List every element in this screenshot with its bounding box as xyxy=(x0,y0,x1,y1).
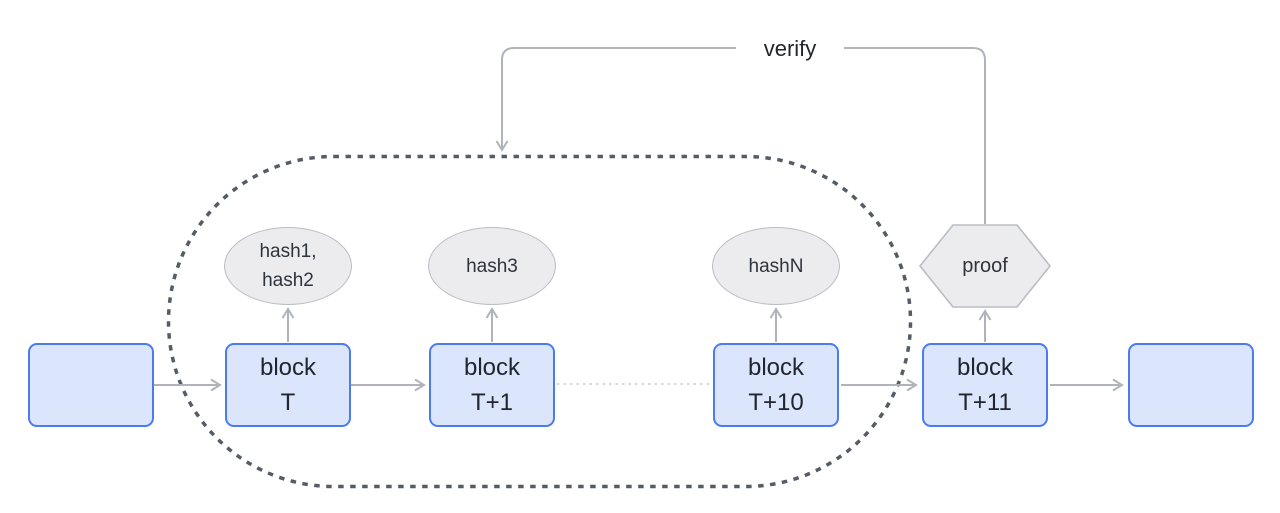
proof-label: proof xyxy=(962,254,1008,277)
block-t1: block T+1 xyxy=(429,343,555,427)
block-label-line1: block xyxy=(463,354,521,381)
hash-ellipse-t1: hash3 xyxy=(428,227,556,305)
hash-ellipse-t: hash1, hash2 xyxy=(224,227,352,305)
hash-ellipse-t10: hashN xyxy=(712,227,840,305)
block-label-line1: block xyxy=(259,354,317,381)
block-label-line2: T+10 xyxy=(748,389,804,416)
block-t: block T xyxy=(225,343,351,427)
block-label-line2: T xyxy=(280,389,296,416)
verify-label: verify xyxy=(736,34,844,64)
hash-label-line1: hashN xyxy=(748,255,804,277)
block-label-line1: block xyxy=(956,354,1014,381)
hash-label-line1: hash3 xyxy=(466,255,518,277)
proof-hexagon xyxy=(918,224,1052,308)
block-t10: block T+10 xyxy=(713,343,839,427)
block-label-line1: block xyxy=(747,354,805,381)
block-next xyxy=(1128,343,1254,427)
hash-label-line1: hash1, xyxy=(259,241,317,262)
block-t11: block T+11 xyxy=(922,343,1048,427)
hash-label-line2: hash2 xyxy=(262,270,314,291)
block-label-line2: T+1 xyxy=(470,389,514,416)
verified-range-outline xyxy=(166,154,913,489)
block-label-line2: T+11 xyxy=(958,389,1012,416)
block-prev xyxy=(28,343,154,427)
verify-connector-arrow xyxy=(495,47,986,224)
